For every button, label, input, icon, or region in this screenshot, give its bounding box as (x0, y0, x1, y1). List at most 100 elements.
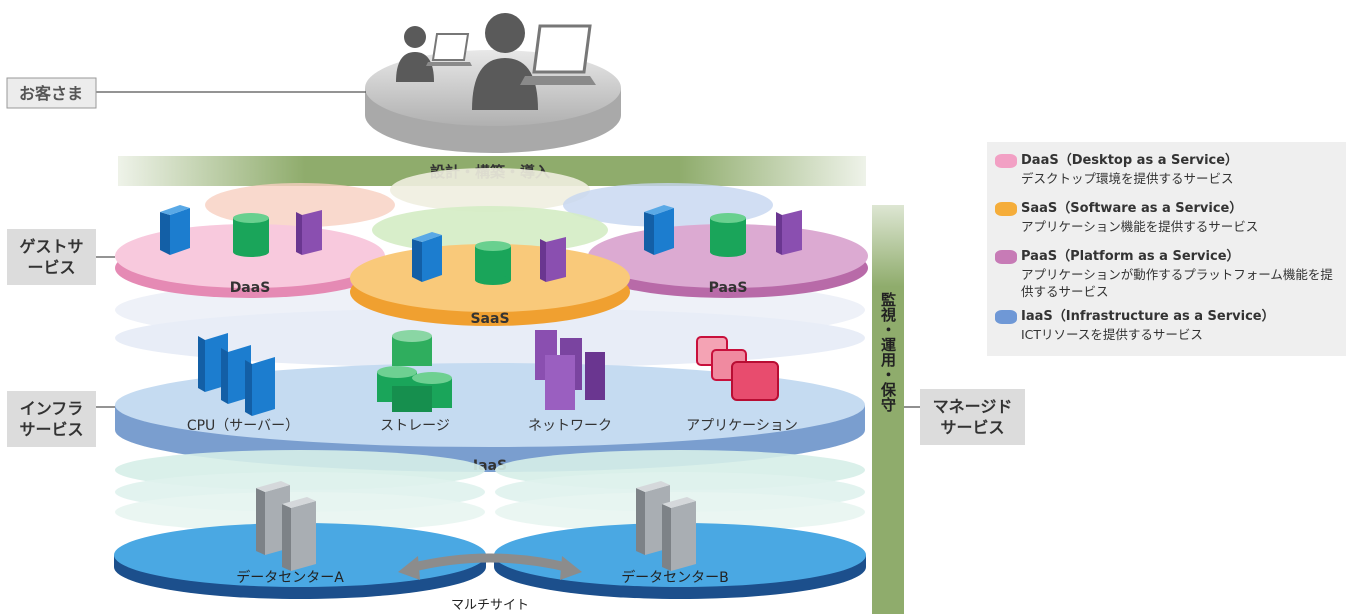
legend: DaaS（Desktop as a Service） デスクトップ環境を提供する… (987, 142, 1346, 356)
daas-icons (160, 205, 322, 257)
building-icon (585, 352, 605, 400)
arrow-right-icon (560, 556, 582, 580)
server-side-icon (644, 212, 654, 255)
saas-swatch-icon (995, 202, 1017, 216)
server-top-icon (636, 481, 670, 492)
database-top-icon (475, 241, 511, 251)
multisite-arrow-icon (408, 553, 572, 573)
saas-label: SaaS (470, 311, 509, 327)
guest-service-label-box: ゲストサービス (7, 229, 96, 285)
saas-icons (412, 232, 566, 285)
person-icon (404, 26, 426, 48)
server-icon (671, 501, 696, 571)
laptop-icon (532, 24, 592, 74)
server-side-icon (662, 504, 671, 571)
storage-icon (392, 386, 432, 412)
server-top-icon (282, 497, 316, 508)
monitor-band (872, 205, 904, 614)
server-top-icon (644, 205, 674, 215)
server-icon (654, 208, 674, 255)
person-body-icon (396, 52, 434, 82)
daas-label: DaaS (230, 280, 271, 296)
storage-top-icon (377, 366, 417, 378)
legend-desc: ICTリソースを提供するサービス (1021, 327, 1203, 342)
server-side-icon (256, 488, 265, 555)
storage-top-icon (392, 330, 432, 342)
app-window-icon (731, 361, 779, 401)
cpu-icons (198, 333, 275, 416)
server-top-icon (412, 232, 442, 242)
server-top-icon (662, 497, 696, 508)
database-bottom-icon (233, 247, 269, 257)
server-side-icon (198, 336, 205, 392)
laptop-base-icon (426, 62, 472, 66)
database-icon (710, 218, 746, 252)
database-top-icon (233, 213, 269, 223)
datacenter-b-label: データセンターB (621, 569, 729, 586)
server-side-icon (282, 504, 291, 571)
arrow-left-icon (398, 556, 420, 580)
datacenter-b-servers (636, 481, 696, 571)
datacenter-a-label: データセンターA (236, 569, 344, 586)
multisite-label: マルチサイト (451, 598, 529, 613)
building-side-icon (296, 212, 302, 255)
server-top-icon (160, 205, 190, 215)
application-icons (696, 336, 779, 401)
legend-title: DaaS（Desktop as a Service） (1021, 153, 1239, 168)
legend-desc: デスクトップ環境を提供するサービス (1021, 171, 1234, 186)
server-icon (291, 501, 316, 571)
iaas-disc-top (115, 363, 865, 447)
paas-icons (644, 205, 802, 257)
storage-icons (377, 330, 452, 412)
person-body-icon (472, 58, 538, 110)
managed-service-label-box: マネージドサービス (920, 389, 1025, 445)
customer-label: お客さま (19, 84, 83, 103)
ghost-layer (115, 308, 865, 368)
legend-title: IaaS（Infrastructure as a Service） (1021, 309, 1275, 324)
building-icon (546, 237, 566, 282)
customer-label-box (6, 77, 97, 109)
laptop-base-icon (520, 76, 596, 85)
building-side-icon (540, 239, 546, 282)
server-side-icon (412, 239, 422, 282)
legend-desc: アプリケーションが動作するプラットフォーム機能を提供するサービス (1021, 267, 1333, 299)
server-icon (170, 208, 190, 255)
server-top-icon (256, 481, 290, 492)
server-side-icon (636, 488, 645, 555)
paas-swatch-icon (995, 250, 1017, 264)
server-icon (422, 235, 442, 282)
legend-desc: アプリケーション機能を提供するサービス (1021, 219, 1259, 234)
infra-service-label-box: インフラサービス (7, 391, 96, 447)
managed-service-label: マネージドサービス (932, 397, 1013, 437)
building-side-icon (776, 212, 782, 255)
laptop-icon (431, 33, 470, 61)
network-icons (535, 330, 605, 410)
daas-swatch-icon (995, 154, 1017, 168)
network-label: ネットワーク (528, 418, 612, 434)
application-label: アプリケーション (686, 418, 798, 434)
legend-title: PaaS（Platform as a Service） (1021, 249, 1240, 264)
building-icon (782, 210, 802, 255)
legend-title: SaaS（Software as a Service） (1021, 201, 1243, 216)
server-side-icon (221, 348, 228, 404)
server-side-icon (160, 212, 170, 255)
server-side-icon (245, 360, 252, 416)
database-bottom-icon (475, 275, 511, 285)
storage-top-icon (412, 372, 452, 384)
person-icon (485, 13, 525, 53)
infra-service-label: インフラサービス (19, 399, 84, 439)
iaas-swatch-icon (995, 310, 1017, 324)
database-top-icon (710, 213, 746, 223)
customer-group (365, 13, 621, 153)
database-icon (475, 246, 511, 280)
server-icon (252, 357, 275, 416)
back-disc (390, 168, 590, 212)
database-icon (233, 218, 269, 252)
building-icon (302, 210, 322, 255)
building-icon (545, 355, 575, 410)
guest-service-label: ゲストサービス (19, 237, 84, 277)
paas-label: PaaS (709, 280, 748, 296)
cpu-label: CPU（サーバー） (187, 418, 299, 434)
monitor-band-label: 監視・運用・保守 (879, 291, 897, 413)
